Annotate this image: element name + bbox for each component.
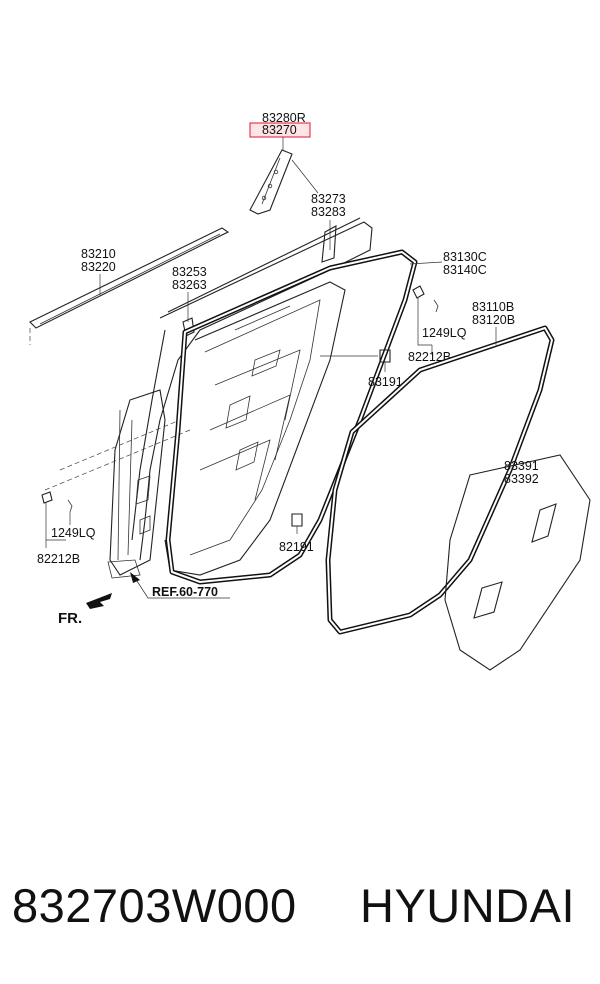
- part-highlight-box: [249, 122, 311, 138]
- label-front: FR.: [58, 610, 82, 627]
- plug-83191: [379, 349, 391, 363]
- label-ref: REF.60-770: [152, 585, 218, 599]
- label-83263: 83263: [172, 278, 207, 292]
- ref-arrow: [134, 577, 230, 599]
- label-83270: 83270: [262, 123, 297, 137]
- label-83130c: 83130C: [443, 250, 487, 264]
- dashed-leader-left: [44, 429, 191, 491]
- label-83253: 83253: [172, 265, 207, 279]
- label-83283: 83283: [311, 205, 346, 219]
- footer: 832703W000 HYUNDAI: [0, 878, 600, 948]
- label-83191: 83191: [368, 375, 403, 389]
- label-83392: 83392: [504, 472, 539, 486]
- label-83120b: 83120B: [472, 313, 515, 327]
- front-arrow-icon: [86, 593, 112, 609]
- waterproof-film: [444, 454, 591, 671]
- label-83391: 83391: [504, 459, 539, 473]
- label-83280r: 83280R: [262, 111, 306, 125]
- footer-part-number: 832703W000: [12, 879, 297, 932]
- door-weatherstrip: [165, 249, 418, 585]
- label-1249lq-right: 1249LQ: [422, 326, 467, 340]
- label-1249lq-left: 1249LQ: [51, 526, 96, 540]
- label-83273: 83273: [311, 192, 346, 206]
- label-83210: 83210: [81, 247, 116, 261]
- pillar-garnish-part: [249, 137, 319, 215]
- body-weatherstrip: [325, 325, 555, 635]
- clip-left: [41, 491, 53, 504]
- clip-right: [412, 285, 425, 299]
- belt-moulding-strip: [29, 227, 230, 345]
- label-82212b-right: 82212B: [408, 350, 451, 364]
- label-82212b-left: 82212B: [37, 552, 80, 566]
- label-83140c: 83140C: [443, 263, 487, 277]
- label-82191: 82191: [279, 540, 314, 554]
- label-83220: 83220: [81, 260, 116, 274]
- label-83110b: 83110B: [472, 300, 514, 314]
- plug-82191: [291, 513, 303, 527]
- footer-brand: HYUNDAI: [360, 879, 576, 932]
- door-frame: [107, 217, 373, 579]
